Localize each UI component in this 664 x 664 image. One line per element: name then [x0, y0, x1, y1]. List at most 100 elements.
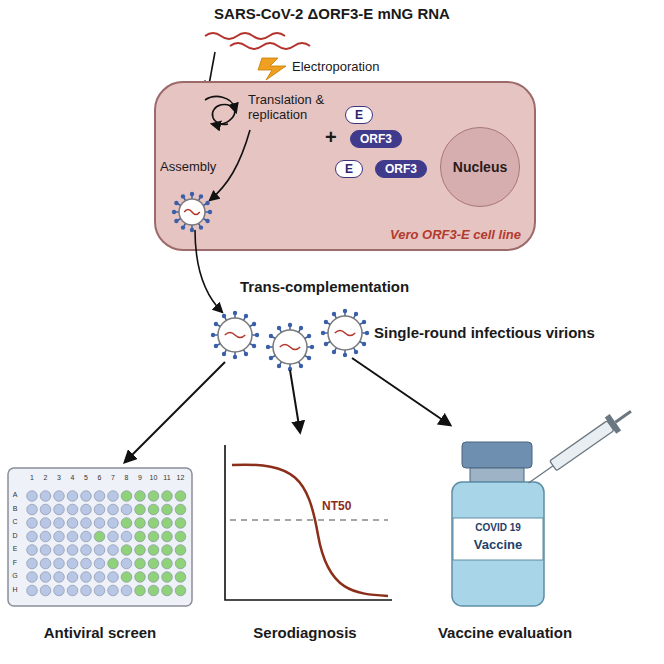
spike-head [277, 326, 281, 330]
spike-head [324, 342, 328, 346]
plate-well [175, 504, 186, 515]
flow-arrow [125, 362, 225, 462]
cell-label: Vero ORF3-E cell line [390, 227, 521, 242]
plate-well [162, 558, 173, 569]
virion [328, 316, 362, 350]
node-label: E [345, 162, 353, 176]
plate-well [27, 504, 38, 515]
plate-well [175, 545, 186, 556]
virion-rna [335, 331, 355, 336]
plate-well [135, 504, 146, 515]
spike-head [269, 334, 273, 338]
plate-well [67, 585, 78, 596]
plate-well [94, 558, 105, 569]
spike-head [252, 344, 256, 348]
plate-well [27, 572, 38, 583]
plate-well [162, 504, 173, 515]
text-label: + [325, 126, 337, 149]
plate-well [94, 531, 105, 542]
plate-well [108, 545, 119, 556]
chart-axes [225, 445, 392, 600]
plate-well [54, 545, 65, 556]
plate-index: 10 [150, 474, 158, 482]
plate-well [108, 518, 119, 529]
plate-well [162, 518, 173, 529]
plate-well [81, 491, 92, 502]
spike-head [362, 342, 366, 346]
plate-well [108, 531, 119, 542]
text-label: Translation & replication [248, 93, 340, 123]
spike-head [332, 312, 336, 316]
plate-index: 9 [138, 474, 142, 482]
plate-well [81, 531, 92, 542]
plate-index: 12 [177, 474, 185, 482]
well-plate [8, 468, 192, 606]
plate-well [121, 545, 132, 556]
spike-head [190, 228, 194, 232]
plate-well [148, 545, 159, 556]
release-arrow [195, 230, 222, 312]
spike-head [310, 345, 314, 349]
plate-well [27, 491, 38, 502]
spike-head [354, 350, 358, 354]
spike-head [181, 194, 185, 198]
plate-well [121, 558, 132, 569]
spike-head [205, 219, 209, 223]
plate-well [108, 558, 119, 569]
plate-well [27, 545, 38, 556]
plate-well [175, 531, 186, 542]
plate-well [121, 491, 132, 502]
text-label: Antiviral screen [44, 624, 157, 641]
plate-well [81, 545, 92, 556]
spike-head [324, 320, 328, 324]
plate-well [148, 585, 159, 596]
plate-well [67, 545, 78, 556]
spike-head [255, 333, 259, 337]
plate-index: D [12, 532, 17, 540]
spike-head [343, 353, 347, 357]
spike-head [362, 320, 366, 324]
plate-well [27, 531, 38, 542]
electroporation-bolt [258, 58, 286, 80]
plate-index: C [12, 518, 17, 526]
plate-well [81, 558, 92, 569]
protein-pill: E [335, 160, 363, 178]
spike-head [205, 201, 209, 205]
plate-well [54, 518, 65, 529]
plate-well [40, 545, 51, 556]
plate-well [94, 545, 105, 556]
plate-well [94, 585, 105, 596]
spike-head [277, 364, 281, 368]
plate-well [148, 531, 159, 542]
plate-well [67, 491, 78, 502]
plate-index: G [12, 572, 17, 580]
plate-well [148, 491, 159, 502]
plate-index: 7 [111, 474, 115, 482]
virion [218, 318, 252, 352]
plate-well [94, 504, 105, 515]
plate-well [94, 572, 105, 583]
plate-well [162, 491, 173, 502]
spike-head [307, 334, 311, 338]
flow-arrow [352, 358, 450, 425]
plate-well [121, 504, 132, 515]
plate-well [135, 518, 146, 529]
spike-head [233, 311, 237, 315]
spike-head [299, 364, 303, 368]
spike-head [269, 356, 273, 360]
plate-well [94, 518, 105, 529]
plate-well [162, 531, 173, 542]
plate-well [40, 504, 51, 515]
spike-head [354, 312, 358, 316]
plate-well [162, 545, 173, 556]
flow-arrow [290, 370, 300, 432]
plate-well [54, 558, 65, 569]
plate-well [135, 545, 146, 556]
spike-head [321, 331, 325, 335]
plate-well [40, 491, 51, 502]
plate-well [121, 531, 132, 542]
spike-head [172, 210, 176, 214]
spike-head [332, 350, 336, 354]
plate-well [162, 585, 173, 596]
plate-well [27, 558, 38, 569]
